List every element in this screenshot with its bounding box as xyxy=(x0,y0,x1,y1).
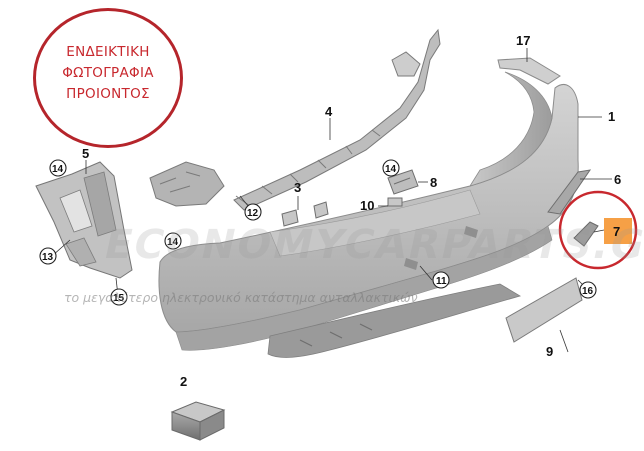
watermark-brand: ECONOMYCARPARTS.GR xyxy=(100,222,644,268)
callout-14-left: 14 xyxy=(52,164,64,175)
part-10-clip xyxy=(387,197,403,207)
part-6-strip xyxy=(547,169,592,215)
callout-6: 6 xyxy=(614,172,621,187)
callout-4: 4 xyxy=(325,104,333,119)
part-4-upper-bracket xyxy=(233,28,441,211)
callout-1: 1 xyxy=(608,109,615,124)
part-3-clips xyxy=(281,201,329,227)
part-2-box xyxy=(170,401,226,441)
callout-10: 10 xyxy=(360,198,374,213)
part-9-panel xyxy=(505,277,583,343)
callout-7-box xyxy=(604,218,632,244)
stamp-line-3: ΠΡΟΙΟΝΤΟΣ xyxy=(66,86,150,102)
callout-14-right: 14 xyxy=(385,164,397,175)
stamp-line-2: ΦΩΤΟΓΡΑΦΙΑ xyxy=(62,65,154,81)
callout-8: 8 xyxy=(430,175,437,190)
callout-5: 5 xyxy=(82,146,89,161)
callout-13: 13 xyxy=(42,252,54,263)
callout-14-center: 14 xyxy=(167,237,179,248)
indicative-photo-stamp: ΕΝΔΕΙΚΤΙΚΗ ΦΩΤΟΓΡΑΦΙΑ ΠΡΟΙΟΝΤΟΣ xyxy=(33,8,183,148)
callout-17: 17 xyxy=(516,33,530,48)
callout-15: 15 xyxy=(113,293,125,304)
part-5-side-bracket xyxy=(35,161,133,279)
callout-7: 7 xyxy=(613,224,620,239)
callout-16: 16 xyxy=(582,286,594,297)
watermark-tagline: το μεγαλύτερο ηλεκτρονικό κατάστημα αντα… xyxy=(64,290,418,305)
part-12-mount-bracket xyxy=(149,161,225,207)
highlight-ring xyxy=(558,190,638,270)
callout-9: 9 xyxy=(546,344,553,359)
part-7-reflector xyxy=(573,221,599,247)
callout-12: 12 xyxy=(247,208,259,219)
callout-3: 3 xyxy=(294,180,301,195)
part-17-trim xyxy=(497,57,561,85)
circled-callouts xyxy=(39,159,597,306)
callout-11: 11 xyxy=(436,276,447,287)
part-1-bumper-cover xyxy=(158,71,579,358)
stamp-line-1: ΕΝΔΕΙΚΤΙΚΗ xyxy=(66,44,150,60)
callout-2: 2 xyxy=(180,374,187,389)
part-8-bracket xyxy=(387,169,419,195)
